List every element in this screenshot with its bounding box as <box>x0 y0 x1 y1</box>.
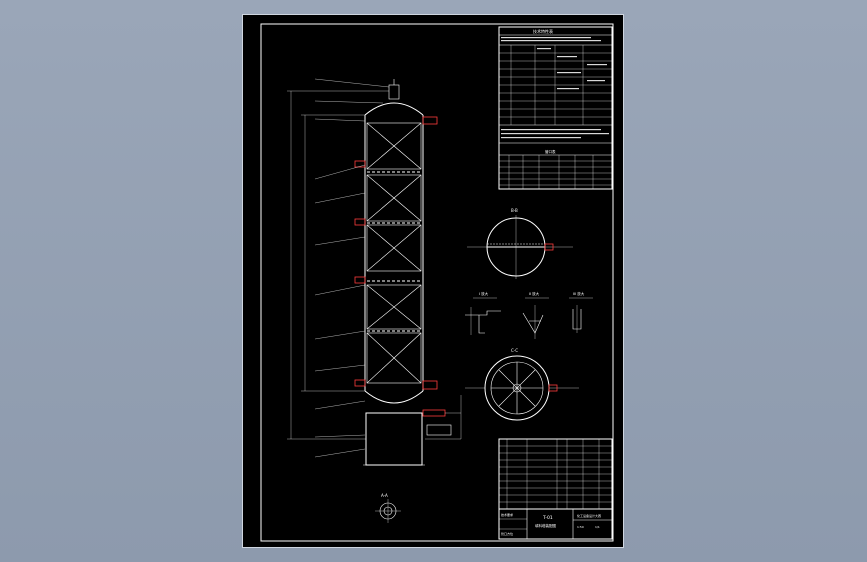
detail-label: 管口方位 <box>501 531 513 536</box>
title-block: T-01 填料塔装配图 化工设备设计大赛 1:50 1/1 技术要求 管口方位 <box>498 508 613 540</box>
title-block-subtitle: 填料塔装配图 <box>535 523 556 528</box>
svg-text:C-C: C-C <box>511 348 518 353</box>
tech-table-title: 技术特性表 <box>533 28 553 34</box>
technical-table: 技术特性表 管口表 <box>498 26 613 190</box>
title-block-company: 化工设备设计大赛 <box>577 513 601 518</box>
svg-text:III 放大: III 放大 <box>573 291 585 296</box>
section-view-top: B-B <box>467 208 573 279</box>
notes-title: 技术要求 <box>501 512 513 517</box>
nozzle-table-title: 管口表 <box>545 149 556 154</box>
drawing-sheet[interactable]: A-A B-B I 放大 <box>242 14 624 548</box>
drawing-canvas: A-A B-B I 放大 <box>260 23 614 542</box>
parts-list <box>498 438 613 510</box>
detail-views: I 放大 II 放大 III 放大 <box>465 291 593 339</box>
svg-text:B-B: B-B <box>511 208 518 213</box>
section-view-bottom: C-C <box>465 348 579 421</box>
base-view-label: A-A <box>381 493 388 498</box>
base-plan-view: A-A <box>375 493 401 523</box>
svg-text:II 放大: II 放大 <box>529 291 540 296</box>
title-block-scale: 1:50 <box>577 525 584 529</box>
tower-column <box>287 78 462 466</box>
inner-frame <box>260 23 614 542</box>
title-block-sheet: 1/1 <box>595 525 600 529</box>
svg-text:I 放大: I 放大 <box>479 291 489 296</box>
title-block-name: T-01 <box>542 515 553 521</box>
